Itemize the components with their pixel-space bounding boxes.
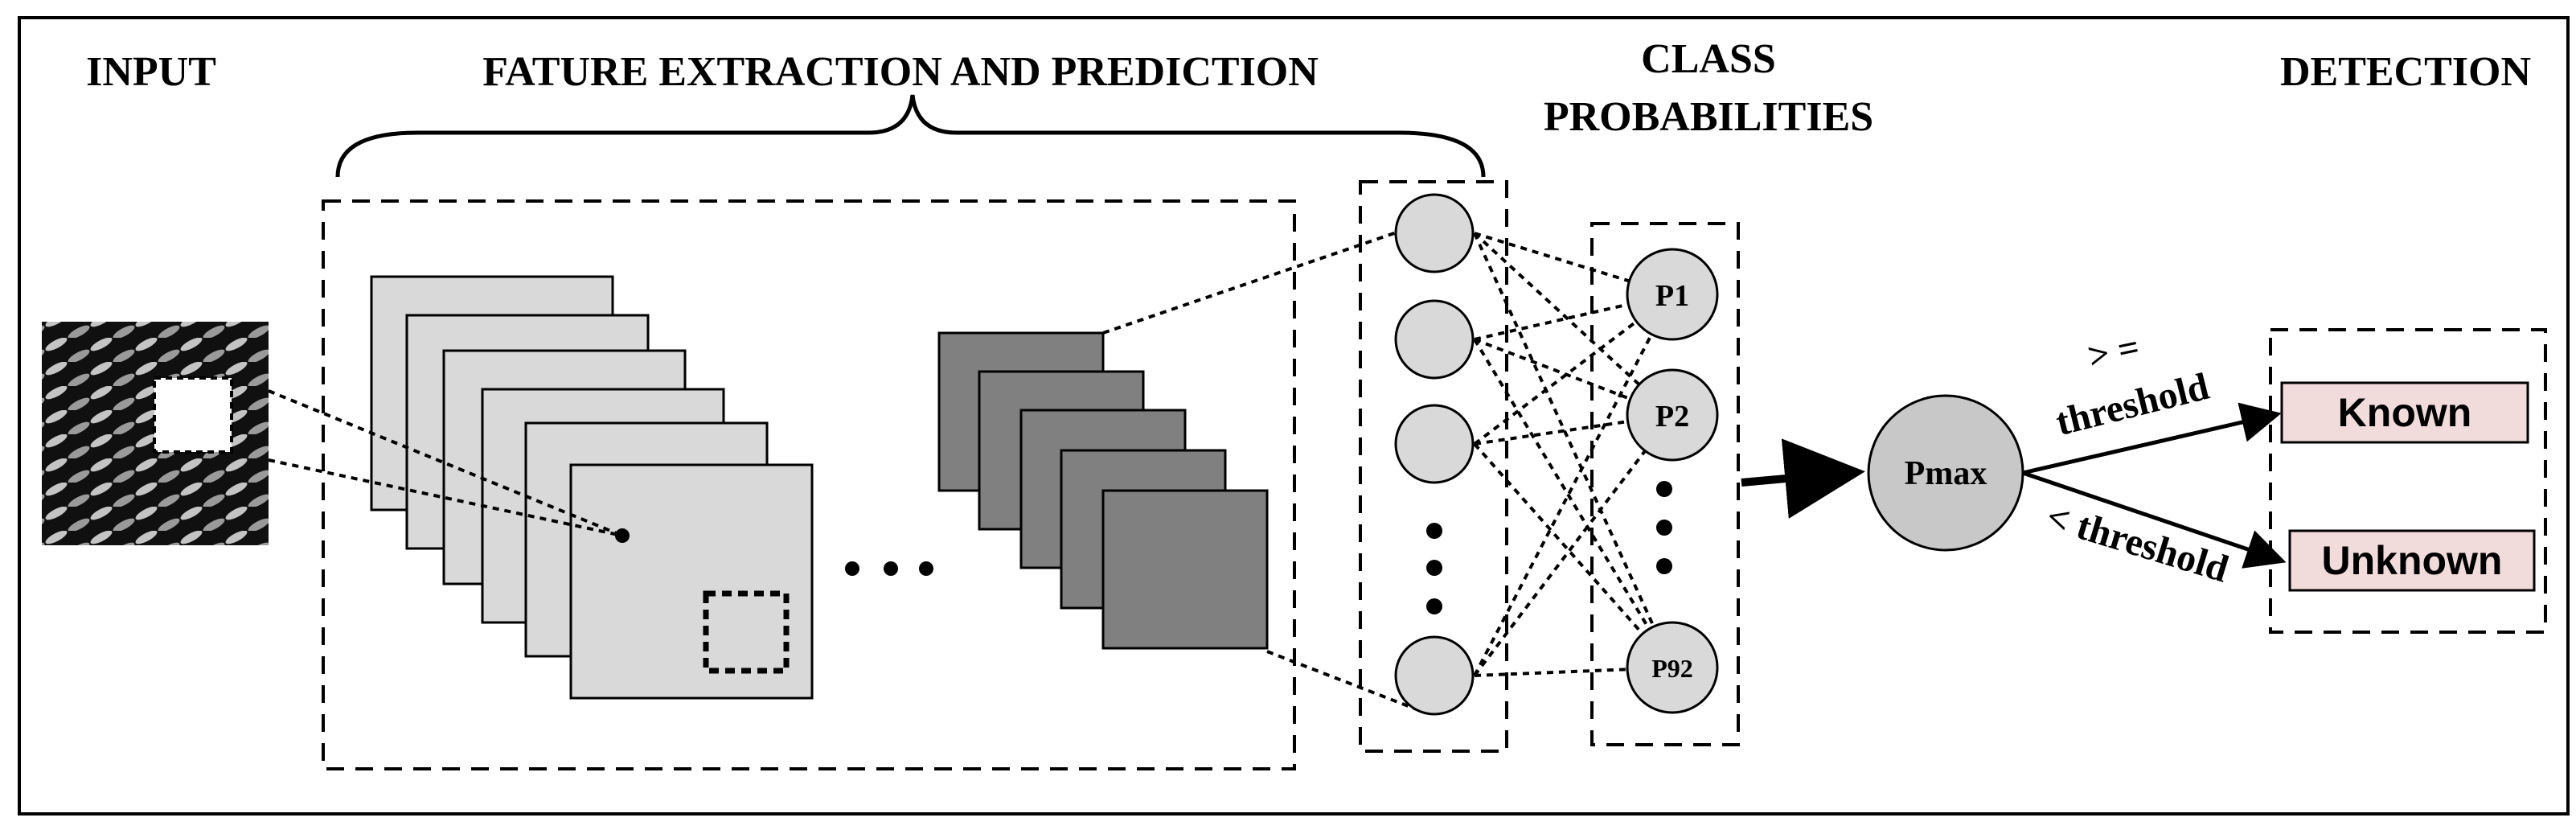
heading-input: INPUT [86,49,216,95]
ellipsis-dots [845,561,933,576]
dark-feature-maps [937,331,1269,650]
prob-node-p2 [1626,368,1719,462]
prob-node-p92 [1626,621,1719,714]
unknown-box [2288,529,2536,592]
unknown-label: Unknown [2322,538,2503,583]
projection-line [268,389,623,537]
prob-ellipsis-dot [1656,481,1672,497]
probabilities-box [1590,222,1740,746]
threshold-sign-upper: > = [2084,326,2143,376]
fc-ellipsis-dot [1426,523,1442,539]
fc-node [1394,193,1475,273]
known-arrow [2022,402,2282,475]
fc-projection-line [1102,230,1400,335]
light-feature-maps [370,275,814,700]
prob-ellipsis-dot [1656,520,1672,536]
input-image [42,322,269,545]
heading-feature-extraction: FATURE EXTRACTION AND PREDICTION [482,49,1319,95]
feature-map [1101,489,1269,650]
input-patch [153,376,233,454]
fc-ellipsis-dot [1426,560,1442,576]
probabilities-to-pmax-arrow [1741,438,1865,519]
prob-label-p92: P92 [1651,654,1693,683]
outer-frame [18,16,2570,816]
prob-label-p1: P1 [1655,279,1689,313]
probability-nodes: P1 P2 P92 [1626,248,1719,714]
fc-nodes [1394,193,1475,716]
feature-box [322,199,1296,770]
prob-node-p1 [1626,248,1719,341]
known-label: Known [2338,390,2472,435]
fc-node [1394,299,1475,380]
feature-map-patch [703,590,790,674]
receptive-field-point [615,528,630,543]
heading-class-line1: CLASS [1641,36,1776,82]
feature-brace [335,94,1486,178]
prob-label-p2: P2 [1655,400,1689,433]
threshold-label-lower: < threshold [2041,495,2233,591]
heading-detection: DETECTION [2280,49,2531,95]
fc-node [1394,404,1475,484]
heading-class-line2: PROBABILITIES [1544,94,1873,140]
unknown-arrow [2022,470,2287,569]
pmax-label: Pmax [1905,455,1987,492]
fc-projection-line [1266,650,1417,711]
known-box [2280,381,2529,444]
fc-layer-box [1359,180,1508,753]
threshold-label-upper: threshold [2052,365,2213,444]
prob-ellipsis-dot [1656,558,1672,574]
feature-map [569,463,814,700]
fc-node [1394,635,1475,716]
fc-ellipsis-dot [1426,598,1442,614]
